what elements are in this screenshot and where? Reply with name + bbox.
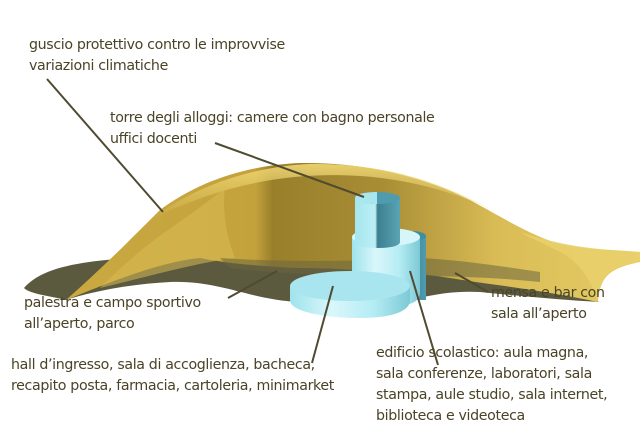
leader-shell [46, 78, 164, 213]
housing-tower [355, 198, 400, 248]
label-line: sala conferenze, laboratori, sala [376, 366, 592, 382]
leader-mensa [454, 272, 489, 293]
label-school-building: edificio scolastico: aula magna, sala co… [376, 343, 608, 427]
label-canteen-bar: mensa e bar con sala all’aperto [491, 283, 605, 325]
label-line: guscio protettivo contro le improvvise [29, 37, 285, 53]
leader-gym [227, 270, 278, 299]
label-line: recapito posta, farmacia, cartoleria, mi… [11, 378, 335, 394]
label-line: uffici docenti [110, 131, 197, 147]
label-housing-tower: torre degli alloggi: camere con bagno pe… [110, 108, 435, 150]
label-line: stampa, aule studio, sala internet, [376, 387, 608, 403]
label-entrance-hall: hall d’ingresso, sala di accoglienza, ba… [11, 355, 334, 397]
leader-hall [311, 285, 334, 364]
label-line: all’aperto, parco [24, 316, 135, 332]
leader-tower [214, 142, 365, 198]
label-line: sala all’aperto [491, 306, 587, 322]
label-protective-shell: guscio protettivo contro le improvvise v… [29, 35, 285, 77]
label-line: palestra e campo sportivo [24, 295, 201, 311]
label-line: edificio scolastico: aula magna, [376, 345, 589, 361]
label-line: biblioteca e videoteca [376, 408, 525, 424]
label-line: variazioni climatiche [29, 58, 168, 74]
leader-lines [46, 78, 489, 366]
leader-school [409, 270, 439, 366]
label-gym-sports-field: palestra e campo sportivo all’aperto, pa… [24, 293, 201, 335]
label-line: hall d’ingresso, sala di accoglienza, ba… [11, 357, 315, 373]
label-line: torre degli alloggi: camere con bagno pe… [110, 110, 435, 126]
label-line: mensa e bar con [491, 285, 605, 301]
